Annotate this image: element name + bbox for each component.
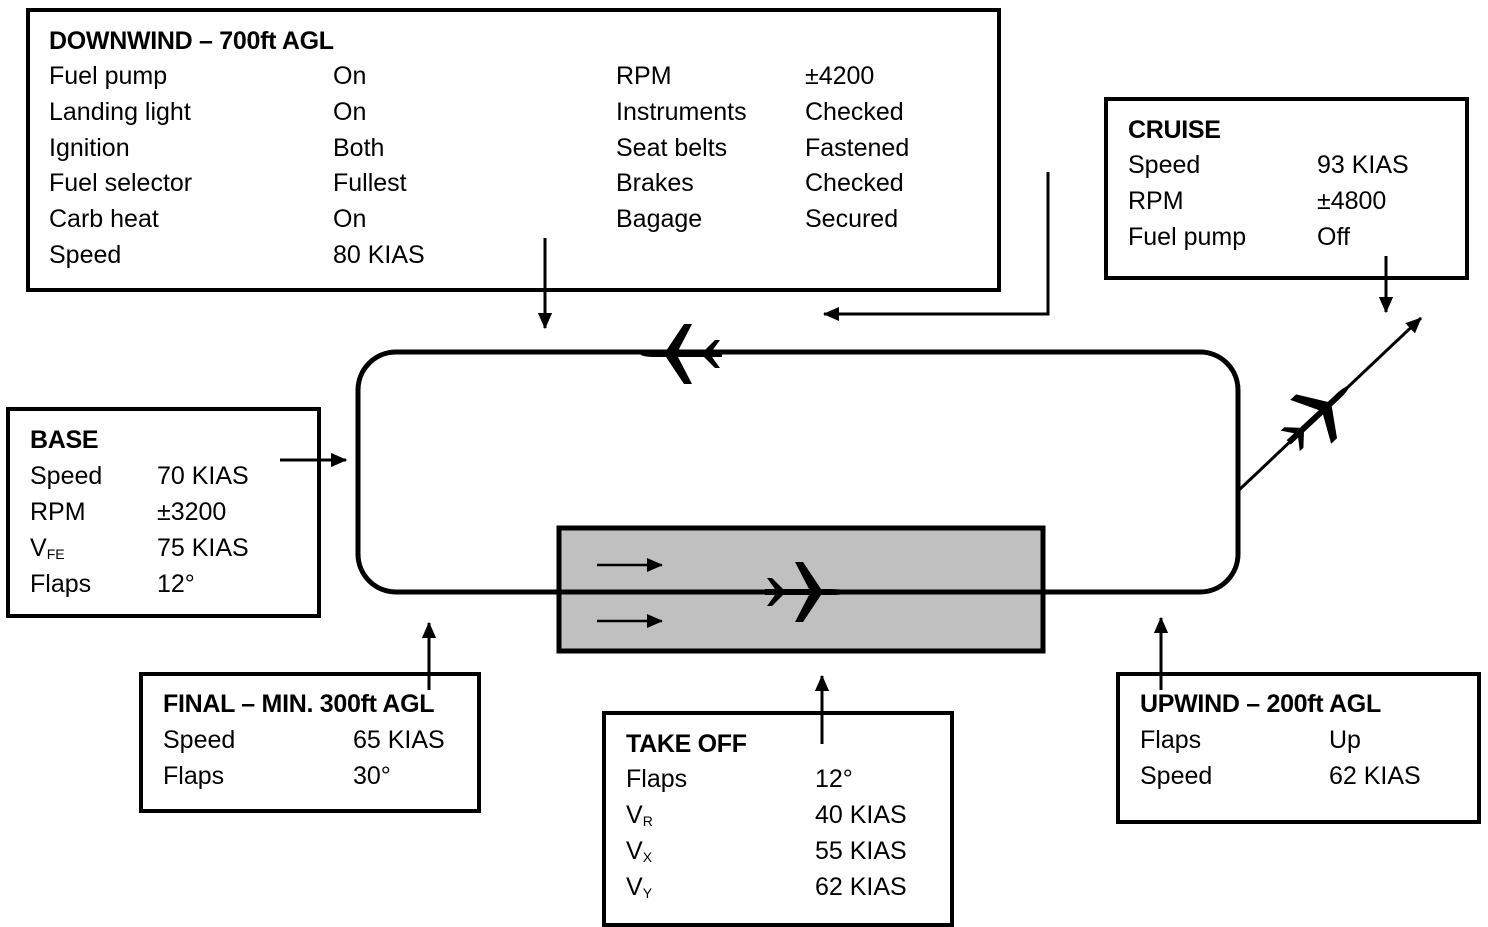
cruise-checklist-box: [1104, 97, 1469, 280]
downwind-item-value: Checked: [805, 169, 904, 197]
downwind-item-value: Secured: [805, 205, 899, 233]
downwind-return-arrow: [823, 172, 1050, 321]
takeoff-item-subscript: Y: [642, 885, 653, 901]
takeoff-item-label: Flaps: [626, 765, 688, 793]
takeoff-item-value: 62 KIAS: [815, 873, 907, 901]
cruise-title: CRUISE: [1128, 116, 1221, 144]
base-checklist-box: [6, 407, 321, 618]
final-item-value: 30°: [353, 762, 391, 790]
final-item-value: 65 KIAS: [353, 726, 445, 754]
downwind-item-label: Fuel pump: [49, 62, 168, 90]
base-item-value: ±3200: [157, 498, 227, 526]
cruise-item-label: Speed: [1128, 151, 1201, 179]
downwind-item-value: Fastened: [805, 134, 910, 162]
downwind-title: DOWNWIND – 700ft AGL: [49, 27, 334, 55]
base-item-label: VFE: [30, 534, 65, 562]
downwind-checklist-box: [26, 8, 1001, 292]
airplane-icon-runway: [765, 562, 847, 622]
cruise-item-value: 93 KIAS: [1317, 151, 1409, 179]
downwind-item-label: Bagage: [616, 205, 703, 233]
takeoff-item-label: VR: [626, 801, 653, 829]
base-item-subscript: FE: [46, 546, 65, 562]
base-item-label: Speed: [30, 462, 103, 490]
upwind-checklist-box: [1116, 672, 1481, 824]
final-item-label: Flaps: [163, 762, 225, 790]
takeoff-item-subscript: R: [642, 813, 653, 829]
downwind-item-value: 80 KIAS: [333, 241, 425, 269]
downwind-item-value: Both: [333, 134, 385, 162]
downwind-item-label: Landing light: [49, 98, 191, 126]
downwind-item-value: On: [333, 62, 367, 90]
takeoff-item-subscript: X: [642, 849, 653, 865]
airplane-icon-climbout: [1280, 386, 1349, 452]
cruise-item-label: Fuel pump: [1128, 223, 1247, 251]
cruise-item-value: Off: [1317, 223, 1350, 251]
cruise-item-value: ±4800: [1317, 187, 1387, 215]
downwind-item-value: Fullest: [333, 169, 407, 197]
downwind-item-value: On: [333, 205, 367, 233]
upwind-item-label: Speed: [1140, 762, 1213, 790]
downwind-item-value: On: [333, 98, 367, 126]
downwind-item-value: ±4200: [805, 62, 875, 90]
upwind-item-value: 62 KIAS: [1329, 762, 1421, 790]
base-title: BASE: [30, 426, 99, 454]
final-title: FINAL – MIN. 300ft AGL: [163, 690, 435, 718]
upwind-title: UPWIND – 200ft AGL: [1140, 690, 1381, 718]
takeoff-item-label: VX: [626, 837, 653, 865]
upwind-item-value: Up: [1329, 726, 1361, 754]
base-item-label: Flaps: [30, 570, 92, 598]
takeoff-item-value: 40 KIAS: [815, 801, 907, 829]
airplane-icon-downwind: [640, 324, 722, 384]
downwind-item-label: RPM: [616, 62, 672, 90]
final-checklist-box: [139, 672, 481, 813]
downwind-item-label: Seat belts: [616, 134, 728, 162]
downwind-item-value: Checked: [805, 98, 904, 126]
takeoff-item-value: 12°: [815, 765, 853, 793]
upwind-item-label: Flaps: [1140, 726, 1202, 754]
takeoff-item-value: 55 KIAS: [815, 837, 907, 865]
takeoff-item-label: VY: [626, 873, 653, 901]
base-item-value: 12°: [157, 570, 195, 598]
cruise-item-label: RPM: [1128, 187, 1184, 215]
downwind-item-label: Ignition: [49, 134, 130, 162]
downwind-item-label: Fuel selector: [49, 169, 193, 197]
downwind-item-label: Speed: [49, 241, 122, 269]
base-item-value: 70 KIAS: [157, 462, 249, 490]
final-item-label: Speed: [163, 726, 236, 754]
downwind-item-label: Carb heat: [49, 205, 159, 233]
takeoff-title: TAKE OFF: [626, 730, 747, 758]
base-item-value: 75 KIAS: [157, 534, 249, 562]
base-item-label: RPM: [30, 498, 86, 526]
downwind-item-label: Instruments: [616, 98, 747, 126]
takeoff-checklist-box: [602, 711, 954, 927]
downwind-item-label: Brakes: [616, 169, 694, 197]
